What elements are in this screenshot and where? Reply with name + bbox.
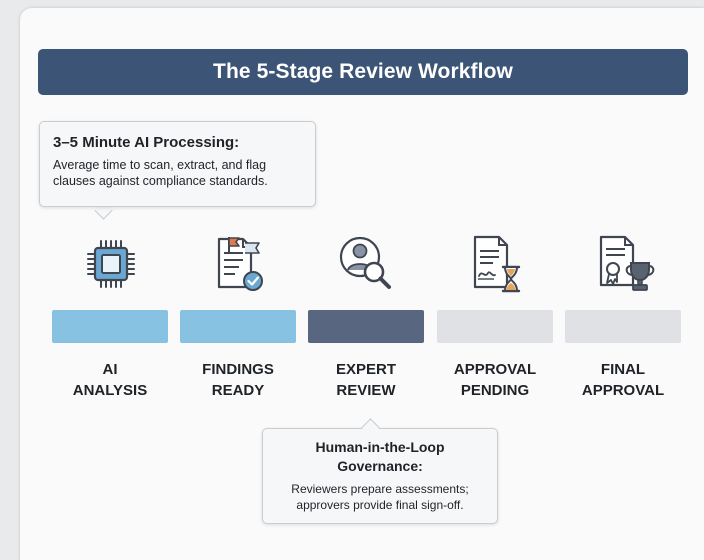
stage-bar-findings-ready: [180, 310, 296, 343]
page-title: The 5-Stage Review Workflow: [38, 49, 688, 95]
ai-processing-callout: 3–5 Minute AI Processing: Average time t…: [39, 121, 316, 207]
report-flag-check-icon: [217, 237, 263, 291]
stage-label-ai-analysis: AI ANALYSIS: [72, 361, 148, 399]
stage-bar-final-approval: [565, 310, 681, 343]
user-search-icon: [339, 236, 391, 289]
stage-bar-approval-pending: [437, 310, 553, 343]
stage-label-expert-review: EXPERT REVIEW: [335, 361, 396, 399]
governance-heading: Human-in-the-Loop Governance:: [315, 439, 445, 474]
stage-label-final-approval: FINAL APPROVAL: [581, 361, 665, 399]
stage-label-findings-ready: FINDINGS READY: [202, 361, 274, 399]
ai-processing-body: Average time to scan, extract, and flag …: [53, 158, 268, 188]
governance-body: Reviewers prepare assessments; approvers…: [291, 482, 469, 512]
governance-callout: Human-in-the-Loop Governance: Reviewers …: [262, 428, 498, 524]
stage-label-approval-pending: APPROVAL PENDING: [453, 361, 537, 399]
document-hourglass-icon: [473, 235, 521, 293]
ai-processing-heading: 3–5 Minute AI Processing:: [53, 134, 240, 151]
stage-bar-ai-analysis: [52, 310, 168, 343]
certificate-trophy-icon: [599, 235, 655, 291]
stage-bar-expert-review: [308, 310, 424, 343]
cpu-chip-icon: [87, 240, 135, 288]
